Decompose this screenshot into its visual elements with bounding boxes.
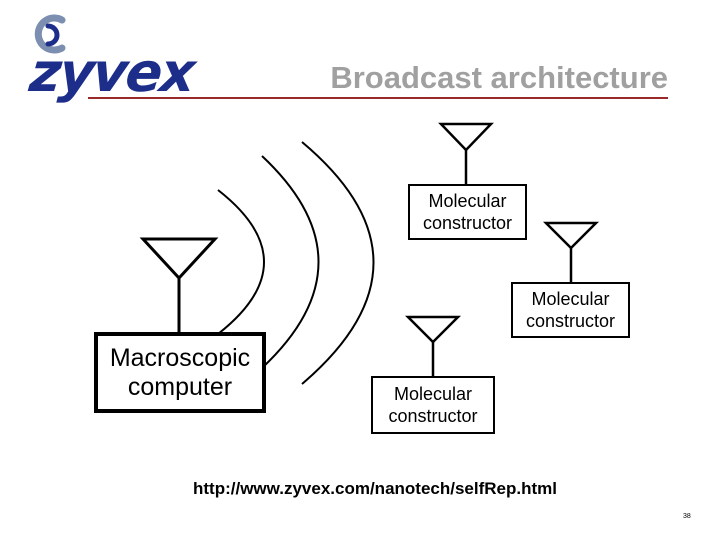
broadcast-wave-middle <box>261 155 320 369</box>
molecular-constructor-box-top: Molecular constructor <box>408 184 527 240</box>
slide-title: Broadcast architecture <box>330 60 668 95</box>
molecular-constructor-box-right: Molecular constructor <box>511 282 630 338</box>
broadcast-waves <box>217 141 375 385</box>
zyvex-logo-mark-icon <box>34 14 66 54</box>
macroscopic-computer-box: Macroscopic computer <box>94 332 266 413</box>
page-number: 38 <box>683 513 691 520</box>
title-divider <box>88 97 668 99</box>
reference-url: http://www.zyvex.com/nanotech/selfRep.ht… <box>193 479 557 498</box>
constructor-antenna-right-icon <box>542 221 600 282</box>
constructor-antenna-top-icon <box>438 122 494 184</box>
molecular-constructor-box-bottom: Molecular constructor <box>371 376 495 434</box>
constructor-antenna-bottom-icon <box>404 315 462 376</box>
broadcast-wave-inner <box>217 189 265 335</box>
computer-antenna-icon <box>139 237 219 334</box>
broadcast-wave-outer <box>301 141 375 385</box>
